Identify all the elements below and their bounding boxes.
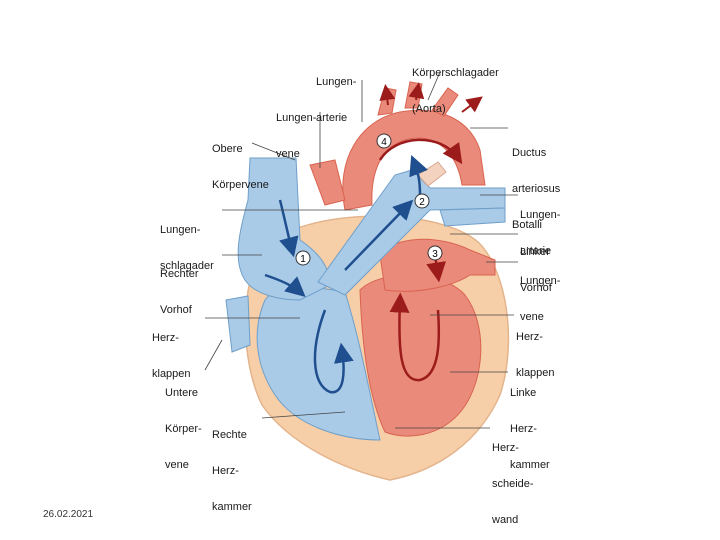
pulmonary-artery-right (439, 207, 506, 227)
svg-text:3: 3 (432, 249, 438, 260)
label-rechte-herzkammer: Rechte Herz- kammer (212, 429, 252, 513)
right-ventricle (256, 286, 381, 441)
label-herzscheidewand: Herz- scheide- wand (492, 442, 534, 526)
flow-arrow-aorta (378, 138, 463, 165)
superior-vena-cava (237, 157, 331, 301)
inferior-vena-cava (225, 295, 251, 353)
label-untere-koerpervene: Untere Körper- vene (165, 387, 202, 471)
svg-text:1: 1 (300, 254, 306, 265)
label-rechter-vorhof: Rechter Vorhof (160, 268, 199, 316)
label-linke-herzkammer: Linke Herz- kammer (510, 387, 550, 471)
label-herzklappen-right: Herz- klappen (516, 331, 555, 379)
svg-text:4: 4 (381, 137, 387, 148)
flow-arrow-svc (278, 199, 299, 258)
flow-arrow-lv (389, 292, 441, 382)
pulmonary-vein-top (309, 159, 346, 206)
label-linker-vorhof: Linker Vorhof (520, 246, 552, 294)
aorta-branch-3 (431, 87, 459, 117)
label-ductus: Ductus arteriosus Botalli (512, 147, 561, 231)
marker-4: 4 (376, 133, 392, 149)
marker-2: 2 (414, 193, 430, 209)
flow-arrow-pulm (344, 199, 414, 271)
flow-arrow-branch3 (461, 96, 483, 113)
flow-arrow-pulm2 (409, 155, 428, 196)
footer-date: 26.02.2021 (43, 509, 94, 520)
flow-arrow-branch1 (379, 84, 396, 106)
marker-3: 3 (427, 245, 443, 261)
leader-lines (204, 71, 518, 429)
flow-arrow-branch2 (408, 82, 425, 101)
marker-1: 1 (295, 250, 311, 266)
flow-arrow-ivc (264, 273, 306, 297)
label-herzklappen-left: Herz- klappen (152, 332, 191, 380)
label-lungenarterie-right: Lungen- arterie (520, 209, 561, 257)
label-koerperschlagader: Körperschlagader (Aorta) (412, 67, 499, 115)
label-lungenvene-top: Lungen- vene (276, 112, 317, 160)
pulmonary-trunk (317, 169, 506, 296)
flow-arrow-rv (313, 309, 354, 394)
label-lungenvene-right: Lungen- vene (520, 275, 561, 323)
label-lungenschlagader: Lungen- schlagader (160, 224, 214, 272)
label-obere-koerpervene: Obere Körpervene (212, 143, 269, 191)
svg-text:2: 2 (419, 197, 425, 208)
label-lungenarterie-top: Lungen- arterie (316, 76, 357, 124)
ductus-arteriosus (417, 161, 447, 187)
